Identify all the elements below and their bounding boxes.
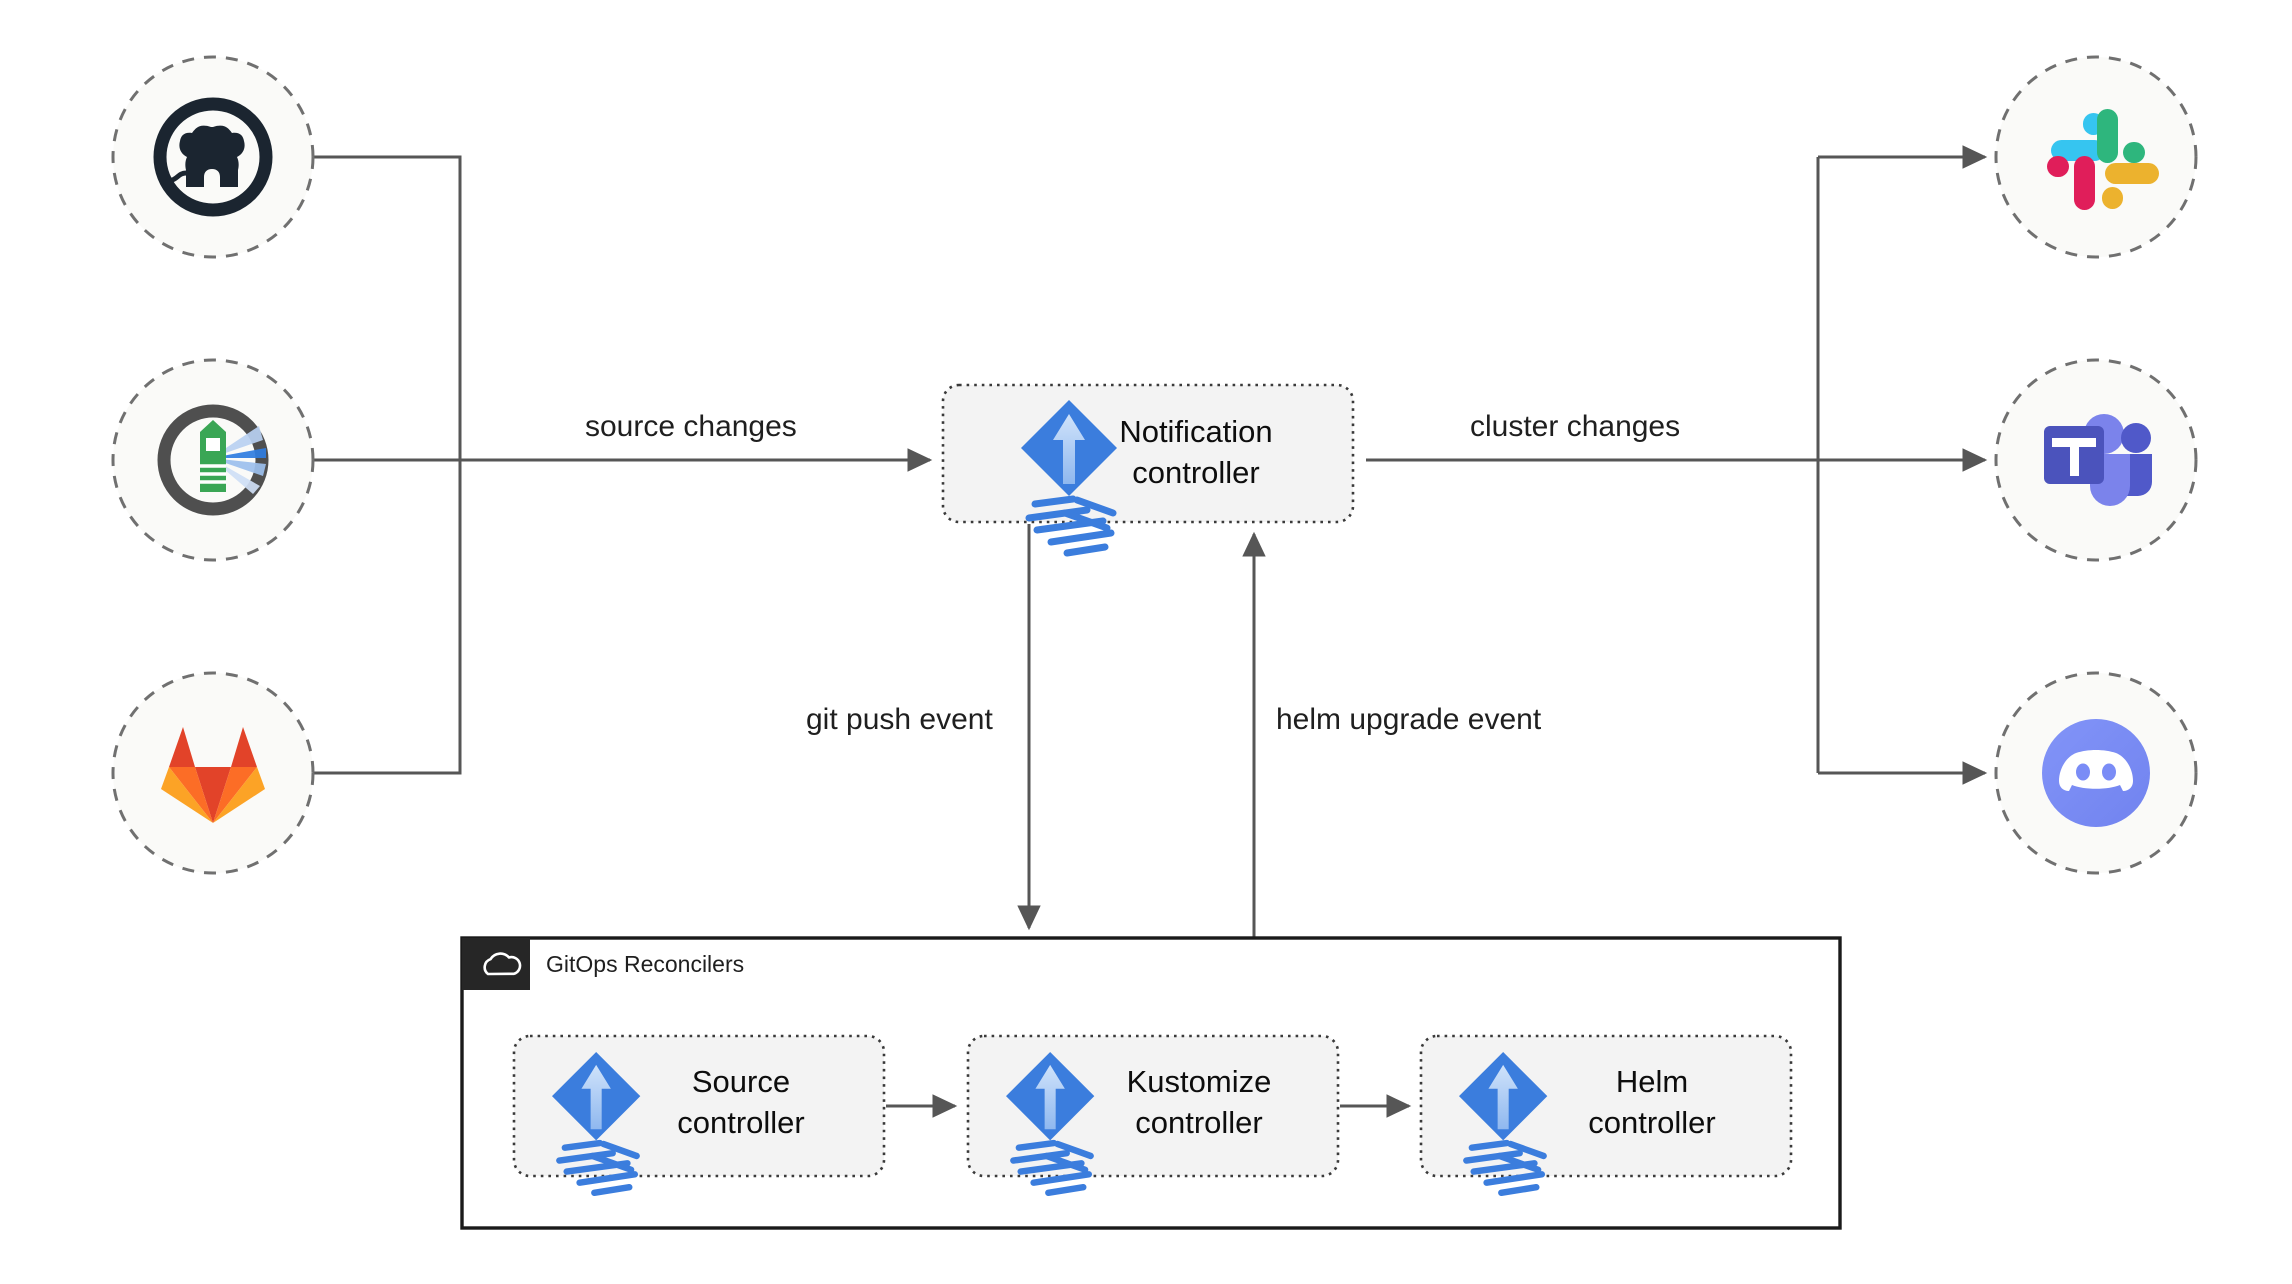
- notification-controller-label-line1: Notification: [1119, 414, 1272, 449]
- cloud-icon: [483, 952, 522, 976]
- source-controller-node[interactable]: Source controller: [512, 1034, 886, 1196]
- gitops-group-label: GitOps Reconcilers: [546, 951, 744, 977]
- github-node[interactable]: [111, 55, 315, 259]
- edge-source-trunk: [313, 155, 462, 775]
- discord-icon: [2042, 719, 2150, 827]
- gitlab-icon: [161, 727, 265, 823]
- edge-label-cluster-changes: cluster changes: [1470, 410, 1680, 443]
- edge-group-sources: [313, 155, 933, 775]
- discord-node[interactable]: [1994, 671, 2198, 875]
- edge-group-events: [1017, 524, 1266, 938]
- kustomize-controller-label-line2: controller: [1135, 1105, 1263, 1140]
- flux-icon: [1021, 400, 1117, 557]
- slack-node[interactable]: [1994, 55, 2198, 259]
- microsoft-teams-node[interactable]: [1994, 358, 2198, 562]
- flux-icon: [552, 1052, 641, 1196]
- kustomize-controller-label-line1: Kustomize: [1127, 1064, 1272, 1099]
- notification-controller-label-line2: controller: [1132, 455, 1260, 490]
- notification-controller-box: [941, 383, 1355, 524]
- helm-controller-label-line2: controller: [1588, 1105, 1716, 1140]
- helm-controller-label-line1: Helm: [1616, 1064, 1688, 1099]
- flux-source-node[interactable]: [111, 358, 315, 562]
- helm-controller-node[interactable]: Helm controller: [1419, 1034, 1793, 1196]
- source-controller-label-line1: Source: [692, 1064, 790, 1099]
- github-icon: [153, 97, 273, 217]
- edge-label-git-push-event: git push event: [806, 703, 993, 736]
- microsoft-teams-icon: [2044, 414, 2152, 506]
- lighthouse-icon: [157, 404, 269, 516]
- slack-icon: [2047, 109, 2159, 210]
- gitlab-node[interactable]: [111, 671, 315, 875]
- source-controller-label-line2: controller: [677, 1105, 805, 1140]
- kustomize-controller-node[interactable]: Kustomize controller: [966, 1034, 1340, 1196]
- notification-controller-node[interactable]: Notification controller: [941, 383, 1355, 557]
- edge-group-destinations: [1366, 145, 1988, 785]
- edge-label-helm-upgrade-event: helm upgrade event: [1276, 703, 1542, 736]
- edge-label-source-changes: source changes: [585, 410, 797, 443]
